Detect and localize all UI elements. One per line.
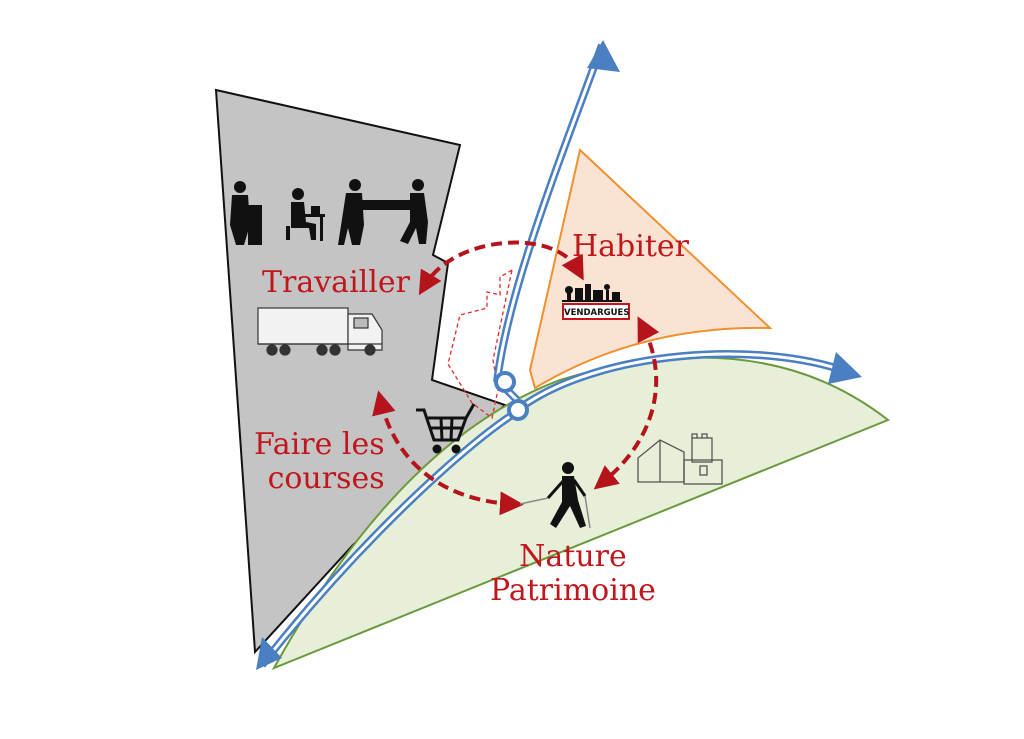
truck-icon bbox=[257, 307, 383, 356]
road-arrow-north bbox=[587, 40, 620, 72]
label-travailler: Travailler bbox=[262, 265, 410, 300]
arrow-courses-nature bbox=[372, 390, 524, 516]
hiker-icon bbox=[519, 462, 591, 529]
label-nature-line2: Patrimoine bbox=[490, 573, 656, 608]
arrow-habiter-nature bbox=[593, 316, 660, 490]
label-courses-line2: courses bbox=[267, 461, 385, 496]
arrow-habiter-travailler bbox=[418, 240, 584, 296]
label-faire-les-courses: Faire les courses bbox=[254, 428, 385, 496]
shopping-cart-icon bbox=[416, 403, 476, 454]
worker-silhouettes-icon bbox=[230, 179, 428, 245]
label-habiter: Habiter bbox=[572, 229, 689, 264]
label-nature-patrimoine: Nature Patrimoine bbox=[490, 540, 656, 608]
interaction-arrows bbox=[372, 240, 660, 516]
road-arrow-east bbox=[828, 352, 862, 384]
village-icon bbox=[562, 284, 622, 302]
heritage-building-icon bbox=[637, 433, 723, 485]
label-nature-line1: Nature bbox=[519, 539, 627, 574]
town-sign-vendargues: VENDARGUES bbox=[562, 303, 630, 320]
road-arrow-southwest bbox=[256, 637, 282, 670]
label-courses-line1: Faire les bbox=[254, 427, 385, 462]
